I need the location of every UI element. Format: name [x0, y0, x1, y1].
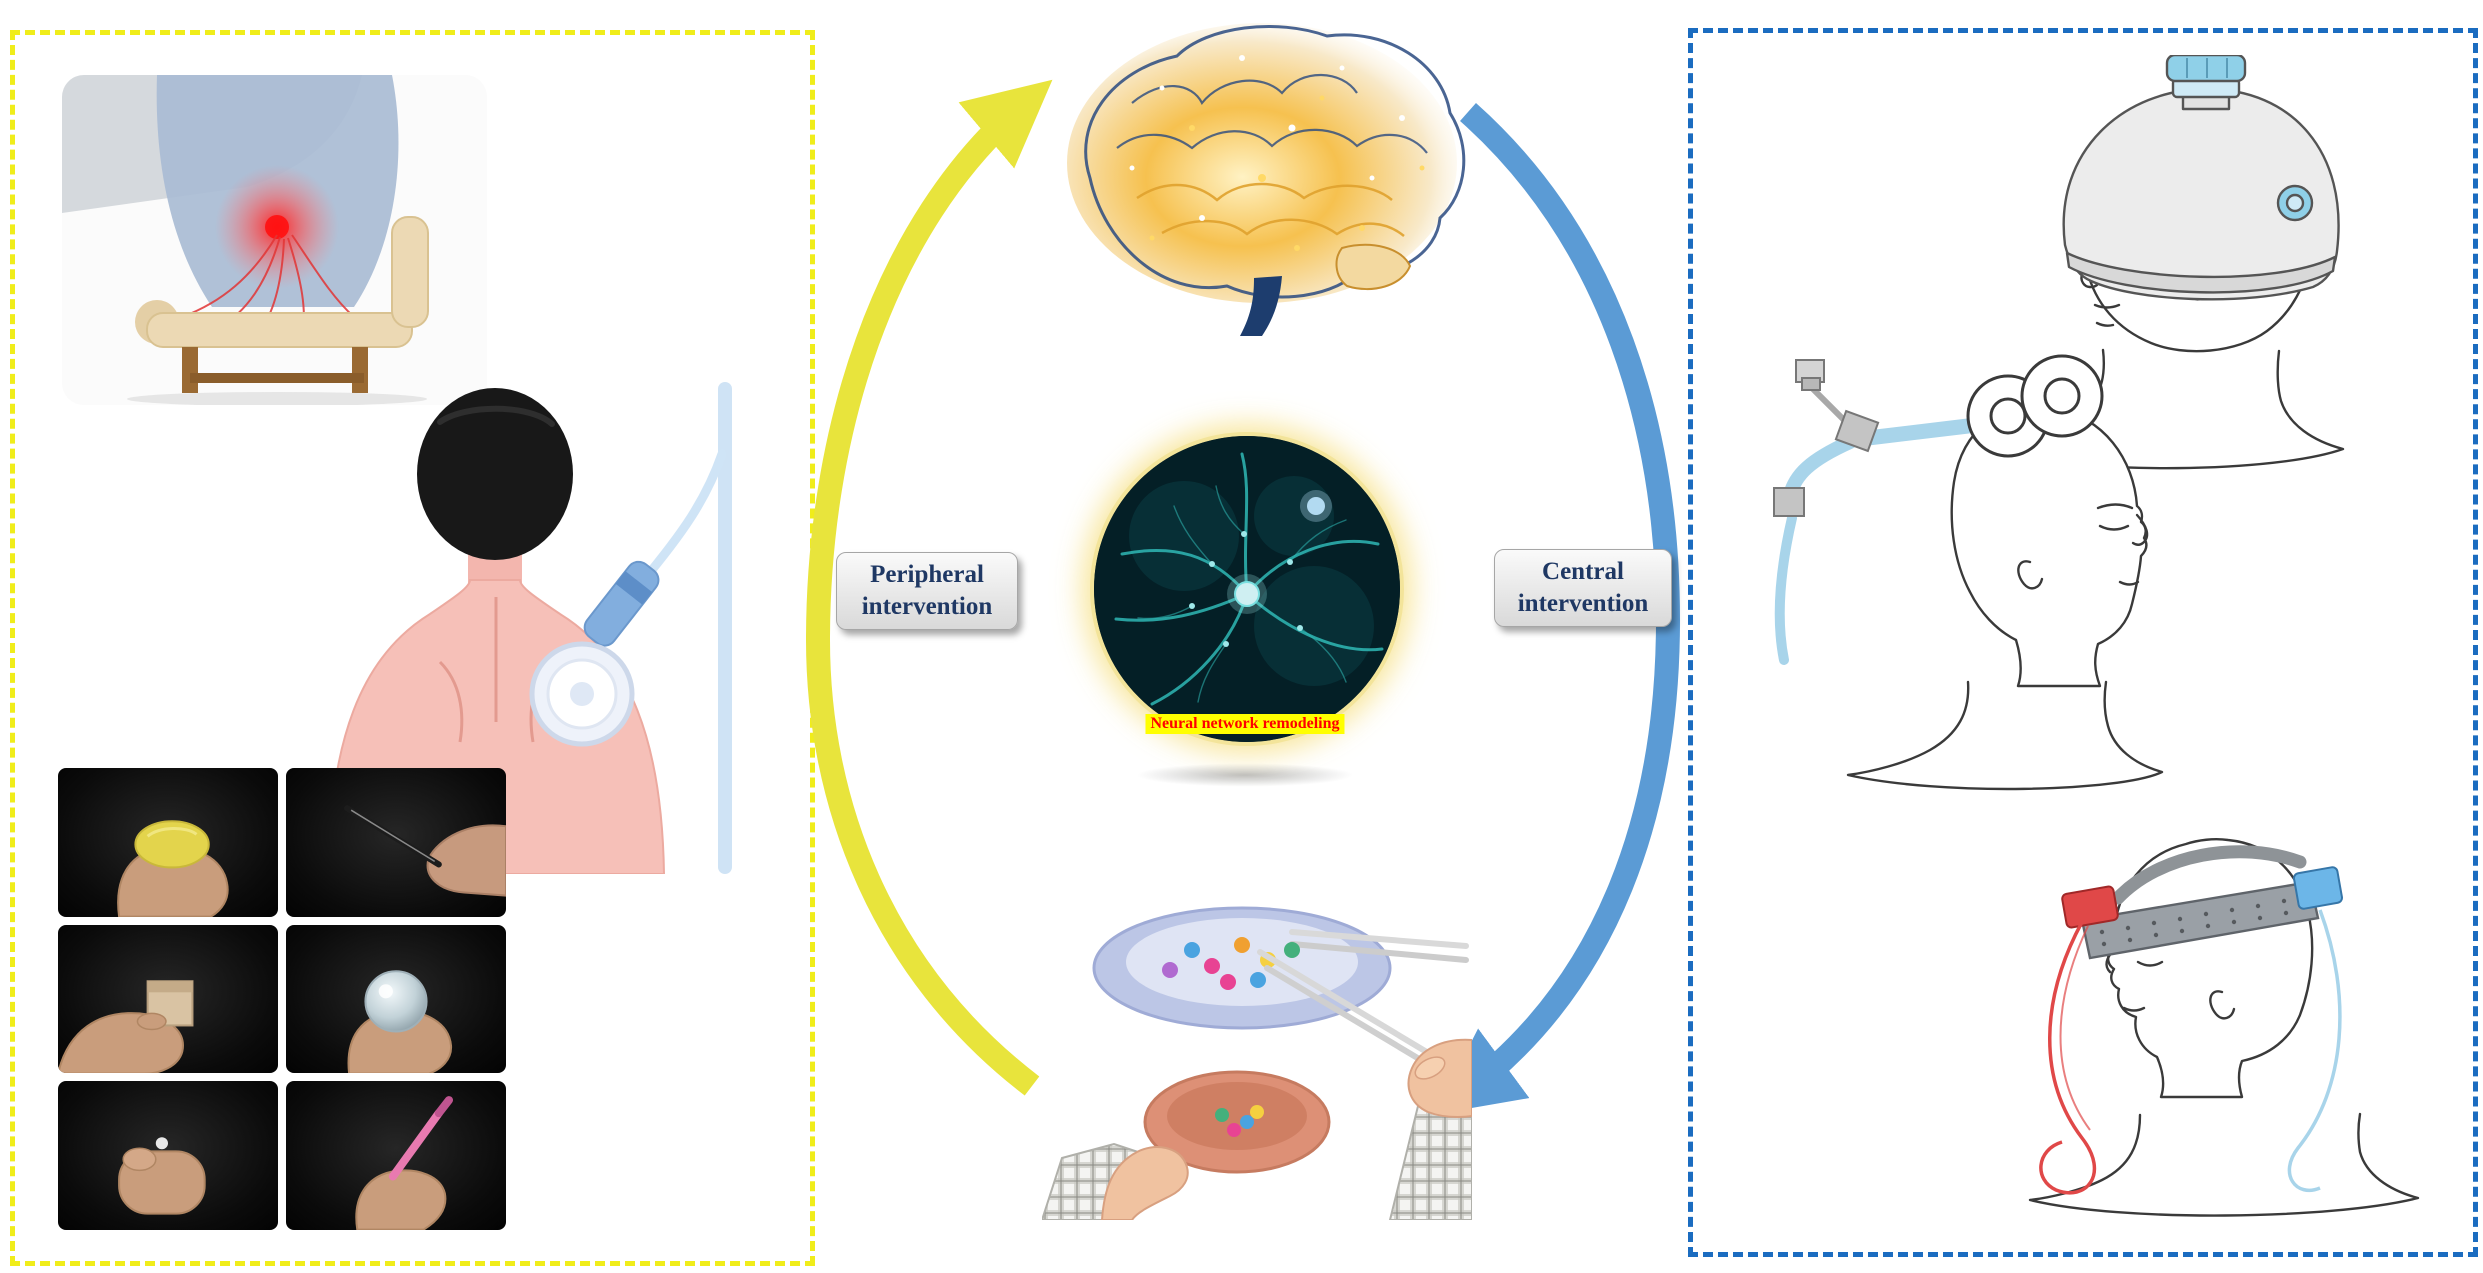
central-label-line2: intervention	[1517, 590, 1649, 617]
central-label-line1: Central	[1542, 558, 1624, 585]
hand-photo-pink-marker	[286, 1081, 506, 1230]
seated-low-back-pain-illustration	[62, 75, 487, 405]
tms-figure8-coil-drawing	[1700, 330, 2170, 800]
hand-photo-pinch	[58, 1081, 278, 1230]
peripheral-intervention-label: Peripheral intervention	[836, 552, 1018, 630]
hand-task-photo-grid	[58, 768, 506, 1230]
neural-network-microscopy-image	[1090, 432, 1404, 746]
central-intervention-label: Central intervention	[1494, 549, 1672, 627]
brain-activity-image	[1042, 8, 1487, 338]
hand-photo-sponge	[58, 768, 278, 917]
electrode-headband-drawing	[1990, 770, 2460, 1240]
hand-photo-pen	[286, 768, 506, 917]
hand-photo-glass-ball	[286, 924, 506, 1074]
neural-remodeling-label: Neural network remodeling	[1145, 714, 1345, 734]
helmet-stimulation-device-drawing	[1945, 55, 2375, 475]
peripheral-label-line2: intervention	[861, 593, 993, 620]
peripheral-arrow	[805, 79, 1053, 1096]
chopsticks-bead-task-image	[1042, 890, 1472, 1220]
central-intervention-panel	[1688, 28, 2478, 1257]
peripheral-label-line1: Peripheral	[870, 561, 984, 588]
neuron-circle-shadow	[1125, 762, 1365, 788]
hand-photo-cube	[58, 924, 278, 1074]
